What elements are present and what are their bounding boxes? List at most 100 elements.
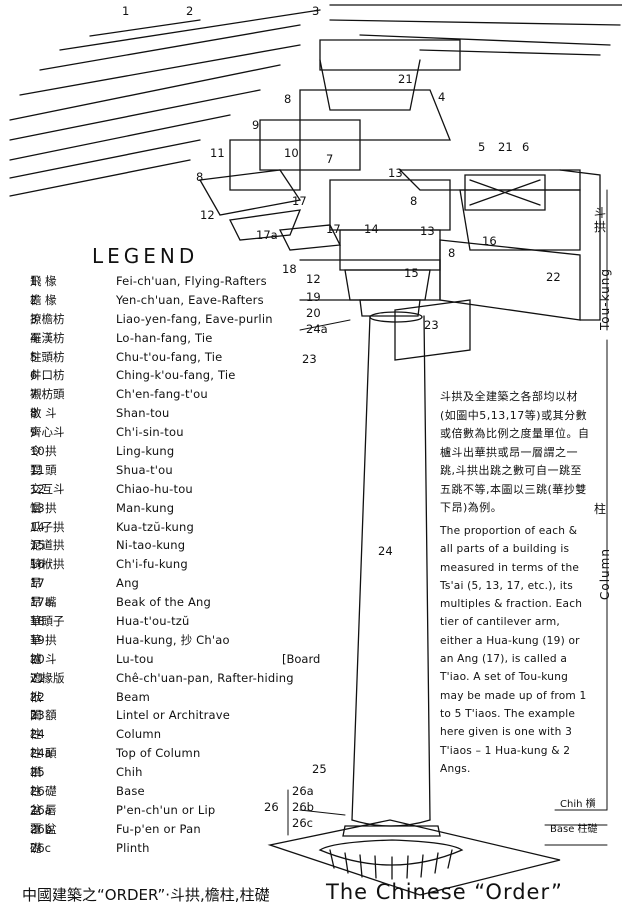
legend-chinese: 散 斗 xyxy=(30,406,57,421)
legend-english: Chih xyxy=(116,765,143,780)
callout-12: 12 xyxy=(306,272,321,286)
legend-number: 1 xyxy=(30,274,38,288)
legend-chinese: 栿 xyxy=(30,689,42,704)
legend-number: 7 xyxy=(30,387,38,402)
legend-number: 26c xyxy=(30,840,51,855)
legend-english: Liao-yen-fang, Eave-purlin xyxy=(116,311,273,326)
callout-17a: 17a xyxy=(256,228,278,242)
column-cn-label: 柱 xyxy=(594,502,607,516)
legend-number: 13 xyxy=(30,500,45,515)
legend-chinese: 闌 額 xyxy=(30,708,57,723)
callout-7: 7 xyxy=(326,152,334,166)
callout-25: 25 xyxy=(312,762,327,776)
legend-english: Beam xyxy=(116,689,151,704)
legend-chinese: 瓜子拱 xyxy=(30,519,65,534)
legend-number: 26 xyxy=(30,784,45,799)
legend-number: 24 xyxy=(30,727,45,742)
note-chinese: 斗拱及全建築之各部均以材(如圖中5,13,17等)或其分數或倍數為比例之度量單位… xyxy=(440,390,590,514)
legend-number: 10 xyxy=(30,444,45,459)
callout-9: 9 xyxy=(252,118,260,132)
legend-english: Shua-t'ou xyxy=(116,462,173,477)
callout-5: 5 xyxy=(478,140,486,154)
legend-chinese: 柱 礎 xyxy=(30,784,57,799)
callout-17: 17 xyxy=(292,194,307,208)
callout-8: 8 xyxy=(284,92,292,106)
legend-number: 15 xyxy=(30,538,45,553)
legend-english: Man-kung xyxy=(116,500,175,515)
tou-kung-brackets xyxy=(198,39,601,361)
legend-english: Ch'en-fang-t'ou xyxy=(116,387,208,402)
legend-english: Base xyxy=(116,784,145,799)
legend-title: LEGEND xyxy=(92,244,199,268)
legend-chinese: 襯枋頭 xyxy=(30,387,65,402)
legend-number: 26b xyxy=(30,821,52,836)
legend-chinese: 櫨 斗 xyxy=(30,651,57,666)
legend-number: 11 xyxy=(30,462,45,477)
legend-number: 18 xyxy=(30,614,45,629)
tou-kung-label: Tou-kung xyxy=(598,268,612,330)
callout-3: 3 xyxy=(312,4,320,18)
callout-16: 16 xyxy=(482,234,497,248)
legend-number: 24a xyxy=(30,746,52,761)
column-base xyxy=(267,819,561,896)
legend-number: 9 xyxy=(30,425,38,440)
legend-chinese: 令 拱 xyxy=(30,444,57,459)
callout-12: 12 xyxy=(200,208,215,222)
callout-2: 2 xyxy=(186,4,194,18)
legend-number: 5 xyxy=(30,349,38,364)
legend-number: 26a xyxy=(30,802,52,817)
callout-23: 23 xyxy=(302,352,317,366)
callout-26b: 26b xyxy=(292,800,314,814)
legend-chinese: 華 拱 xyxy=(30,632,57,647)
legend-chinese: 慢 拱 xyxy=(30,500,57,515)
footer-english-title: The Chinese “Order” xyxy=(326,880,563,904)
callout-8: 8 xyxy=(196,170,204,184)
legend-number: 20 xyxy=(30,651,45,666)
legend-english: Fei-ch'uan, Flying-Rafters xyxy=(116,274,267,288)
legend-number: 17a xyxy=(30,595,52,610)
callout-21: 21 xyxy=(398,72,413,86)
callout-23: 23 xyxy=(424,318,439,332)
callout-18: 18 xyxy=(282,262,297,276)
callout-26: 26 xyxy=(264,800,279,814)
legend-number: 19 xyxy=(30,632,45,647)
legend-number: 8 xyxy=(30,406,38,421)
board-suffix: [Board xyxy=(282,652,321,666)
legend-number: 2 xyxy=(30,292,38,307)
legend-chinese: 昂 xyxy=(30,576,42,591)
callout-1: 1 xyxy=(122,4,130,18)
base-label: Base 柱礎 xyxy=(550,824,598,835)
callout-17: 17 xyxy=(326,222,341,236)
callout-10: 10 xyxy=(284,146,299,160)
callout-8: 8 xyxy=(448,246,456,260)
legend-chinese: 騎栿拱 xyxy=(30,557,65,572)
legend-number: 16 xyxy=(30,557,45,572)
legend-english: Plinth xyxy=(116,840,150,855)
legend-chinese: 交互斗 xyxy=(30,481,65,496)
legend-english: P'en-ch'un or Lip xyxy=(116,802,216,817)
legend-chinese: 飛 椽 xyxy=(30,274,57,288)
legend-english: Lintel or Architrave xyxy=(116,708,231,723)
